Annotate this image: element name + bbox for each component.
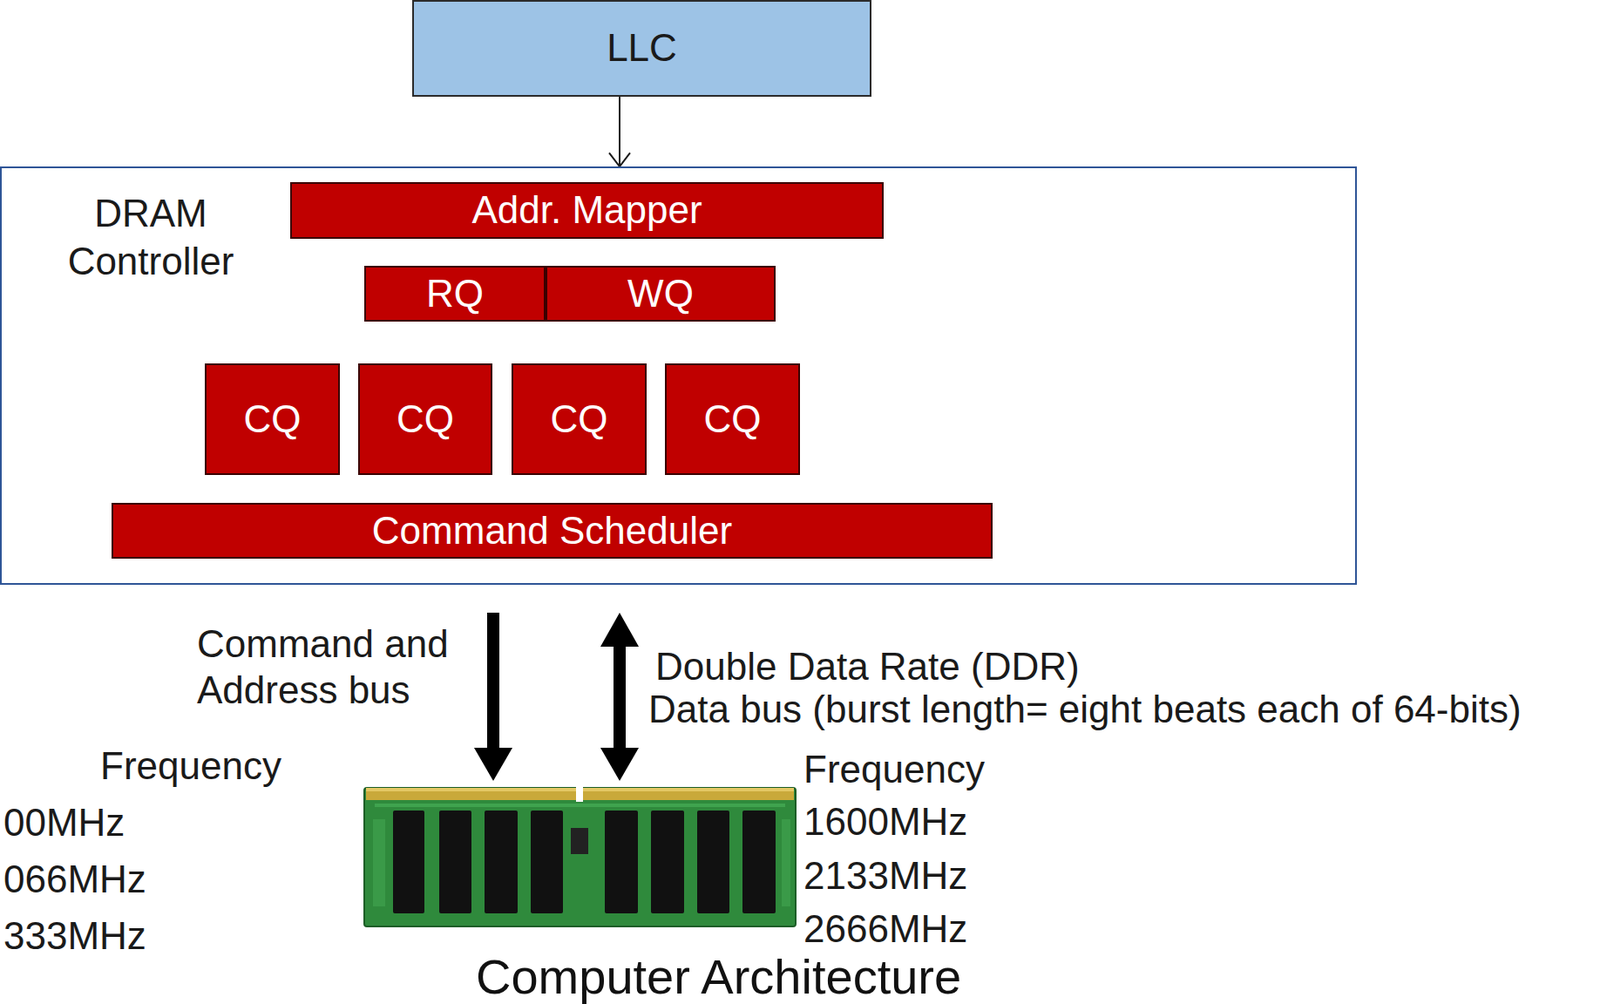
memory-chip xyxy=(530,810,563,914)
bus-arrow-head xyxy=(600,747,639,781)
pcb xyxy=(364,787,796,927)
box-label: CQ xyxy=(396,397,455,442)
memory-chip xyxy=(742,810,776,914)
queue-box: WQ xyxy=(545,265,776,322)
command-queue-box: CQ xyxy=(511,363,647,475)
slide-caption: Computer Architecture xyxy=(475,951,962,1003)
memory-chip xyxy=(650,810,685,914)
module-notch xyxy=(576,786,584,802)
bus-arrow-shaft xyxy=(487,612,500,750)
memory-chip xyxy=(604,810,638,914)
frequency-value: 333MHz xyxy=(3,915,147,957)
bus-label: Double Data Rate (DDR) xyxy=(655,645,1080,688)
mapper-box: Addr. Mapper xyxy=(290,182,884,239)
box-label: CQ xyxy=(704,397,762,442)
box-label: Addr. Mapper xyxy=(471,188,702,233)
command-queue-box: CQ xyxy=(358,363,493,475)
flow-arrow xyxy=(609,96,631,167)
dram-module xyxy=(364,786,796,927)
box-label: WQ xyxy=(627,271,694,317)
box-label: DRAM Controller xyxy=(34,189,267,285)
pcb-components xyxy=(781,819,791,907)
memory-chip xyxy=(439,810,472,914)
frequency-value: 00MHz xyxy=(3,801,125,844)
pcb-trace xyxy=(374,803,786,807)
scheduler-box: Command Scheduler xyxy=(111,502,993,559)
memory-chip xyxy=(697,810,730,914)
bus-label: Data bus (burst length= eight beats each… xyxy=(648,688,1522,731)
command-queue-box: CQ xyxy=(204,363,340,475)
frequency-value: 2666MHz xyxy=(803,908,968,950)
frequency-value: 2133MHz xyxy=(803,854,968,897)
bus-arrow-shaft xyxy=(613,644,626,750)
box-label: CQ xyxy=(244,397,302,442)
arrow-head xyxy=(609,152,631,167)
cache-box: LLC xyxy=(412,0,872,97)
small-chip xyxy=(570,827,589,855)
frequency-value: 1600MHz xyxy=(803,800,968,843)
bus-label: Command and Address bus xyxy=(196,620,476,713)
queue-box: RQ xyxy=(364,265,546,322)
frequency-value: 066MHz xyxy=(3,858,147,901)
memory-chip xyxy=(484,810,518,914)
bus-arrow-head xyxy=(474,747,513,781)
frequency-heading: Frequency xyxy=(803,748,985,791)
box-label: CQ xyxy=(550,397,609,442)
box-label: Command Scheduler xyxy=(372,508,733,554)
box-label: RQ xyxy=(426,271,484,317)
controller-box: DRAM Controller Addr. MapperRQ WQ CQ CQ CQ CQ C… xyxy=(0,166,1357,585)
bus-arrow-head xyxy=(600,612,639,647)
memory-chip xyxy=(393,810,425,914)
pcb-components xyxy=(372,819,386,907)
box-label: LLC xyxy=(606,26,678,71)
command-queue-box: CQ xyxy=(664,363,800,475)
arrow-line xyxy=(618,96,621,167)
frequency-heading: Frequency xyxy=(100,745,282,787)
